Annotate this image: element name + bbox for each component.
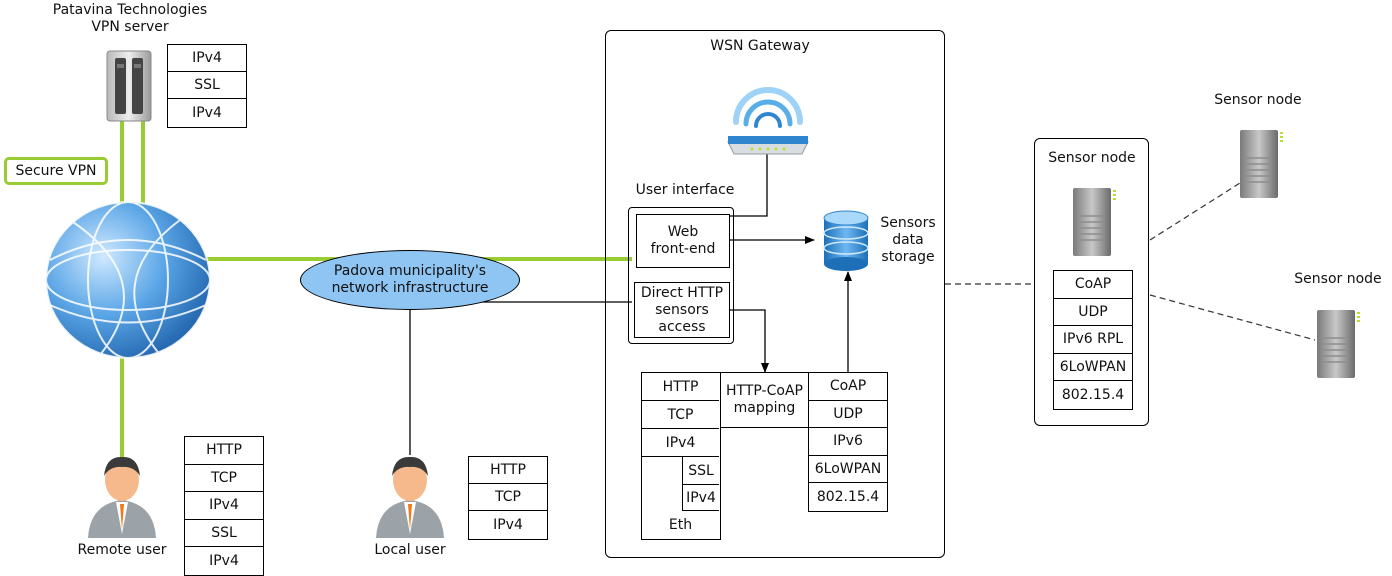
sensor-node-stack: CoAP UDP IPv6 RPL 6LoWPAN 802.15.4 [1053, 270, 1133, 410]
sensor-node-icon [1240, 130, 1283, 198]
stack-layer: CoAP [809, 373, 887, 401]
stack-layer: IPv4 [642, 429, 719, 457]
wsn-gateway-container [605, 30, 945, 558]
sensor-node-icon [1073, 188, 1116, 256]
vpn-server-title: Patavina Technologies VPN server [52, 2, 208, 35]
stack-layer: 6LoWPAN [1054, 354, 1132, 382]
wifi-router-icon [727, 87, 809, 155]
local-user-line [409, 301, 632, 455]
stack-layer: TCP [642, 401, 719, 429]
stack-layer: HTTP [185, 437, 263, 465]
direct-http-line3: access [658, 318, 706, 335]
sensor-top-dashed-line [1149, 182, 1241, 241]
direct-http-line2: sensors [655, 301, 709, 318]
stack-layer: HTTP [469, 457, 547, 484]
direct-http-line1: Direct HTTP [640, 284, 724, 301]
user-interface-label: User interface [635, 182, 735, 198]
storage-label: Sensors data storage [880, 215, 936, 265]
mapping-line2: mapping [733, 400, 796, 416]
direct-http-to-mapping-arrow [730, 309, 769, 373]
secure-vpn-label: Secure VPN [4, 157, 108, 185]
network-label-line1: Padova municipality's [333, 263, 487, 279]
stack-layer: IPv6 RPL [1054, 326, 1132, 354]
gateway-coap-stack: CoAP UDP IPv6 6LoWPAN 802.15.4 [808, 372, 888, 512]
vpn-server-stack: IPv4 SSL IPv4 [167, 44, 247, 128]
stack-layer: SSL [682, 457, 719, 485]
gateway-http-stack: HTTP TCP IPv4 SSL IPv4 Eth [641, 372, 721, 540]
stack-layer: IPv4 [192, 104, 222, 121]
local-user-label: Local user [374, 542, 446, 558]
web-frontend-line1: Web [667, 224, 699, 240]
sensor-node-top-label: Sensor node [1214, 92, 1302, 108]
local-user-stack: HTTP TCP IPv4 [468, 456, 548, 540]
gateway-title: WSN Gateway [710, 38, 810, 54]
globe-icon [45, 201, 211, 359]
sensor-node-icon [1317, 310, 1360, 378]
mapping-line1: HTTP-CoAP [726, 383, 803, 399]
database-icon [823, 210, 869, 271]
stack-layer: Eth [668, 517, 693, 533]
stack-layer: UDP [809, 401, 887, 429]
network-label-line2: network infrastructure [331, 280, 489, 296]
remote-user-label: Remote user [77, 542, 167, 558]
stack-layer: 802.15.4 [1061, 387, 1125, 404]
stack-layer: 6LoWPAN [809, 456, 887, 484]
direct-http-box: Direct HTTP sensors access [634, 282, 730, 338]
web-frontend-box: Web front-end [636, 214, 730, 268]
stack-layer: IPv4 [682, 485, 719, 511]
sensor-node-container [1034, 138, 1149, 426]
user-icon [88, 456, 156, 538]
user-icon [376, 456, 444, 538]
stack-layer: IPv4 [209, 553, 239, 570]
server-icon [106, 50, 152, 122]
sensor-node-title: Sensor node [1048, 150, 1136, 166]
stack-layer: TCP [185, 465, 263, 493]
http-coap-mapping-box: HTTP-CoAP mapping [720, 372, 809, 428]
stack-layer: IPv6 [809, 428, 887, 456]
stack-layer: HTTP [642, 373, 719, 401]
network-infrastructure: Padova municipality's network infrastruc… [300, 250, 520, 310]
stack-layer: 802.15.4 [816, 489, 880, 506]
stack-layer: IPv4 [493, 516, 523, 533]
sensor-right-dashed-line [1149, 294, 1316, 341]
stack-layer: IPv4 [185, 492, 263, 520]
stack-layer: SSL [168, 72, 246, 99]
stack-layer: SSL [185, 520, 263, 548]
sensor-node-right-label: Sensor node [1294, 271, 1382, 287]
user-interface-group [628, 207, 734, 344]
stack-layer: CoAP [1054, 271, 1132, 299]
web-frontend-line2: front-end [650, 241, 716, 257]
remote-user-stack: HTTP TCP IPv4 SSL IPv4 [184, 436, 264, 576]
stack-layer: TCP [469, 484, 547, 511]
stack-layer: UDP [1054, 299, 1132, 327]
stack-layer: IPv4 [168, 45, 246, 72]
